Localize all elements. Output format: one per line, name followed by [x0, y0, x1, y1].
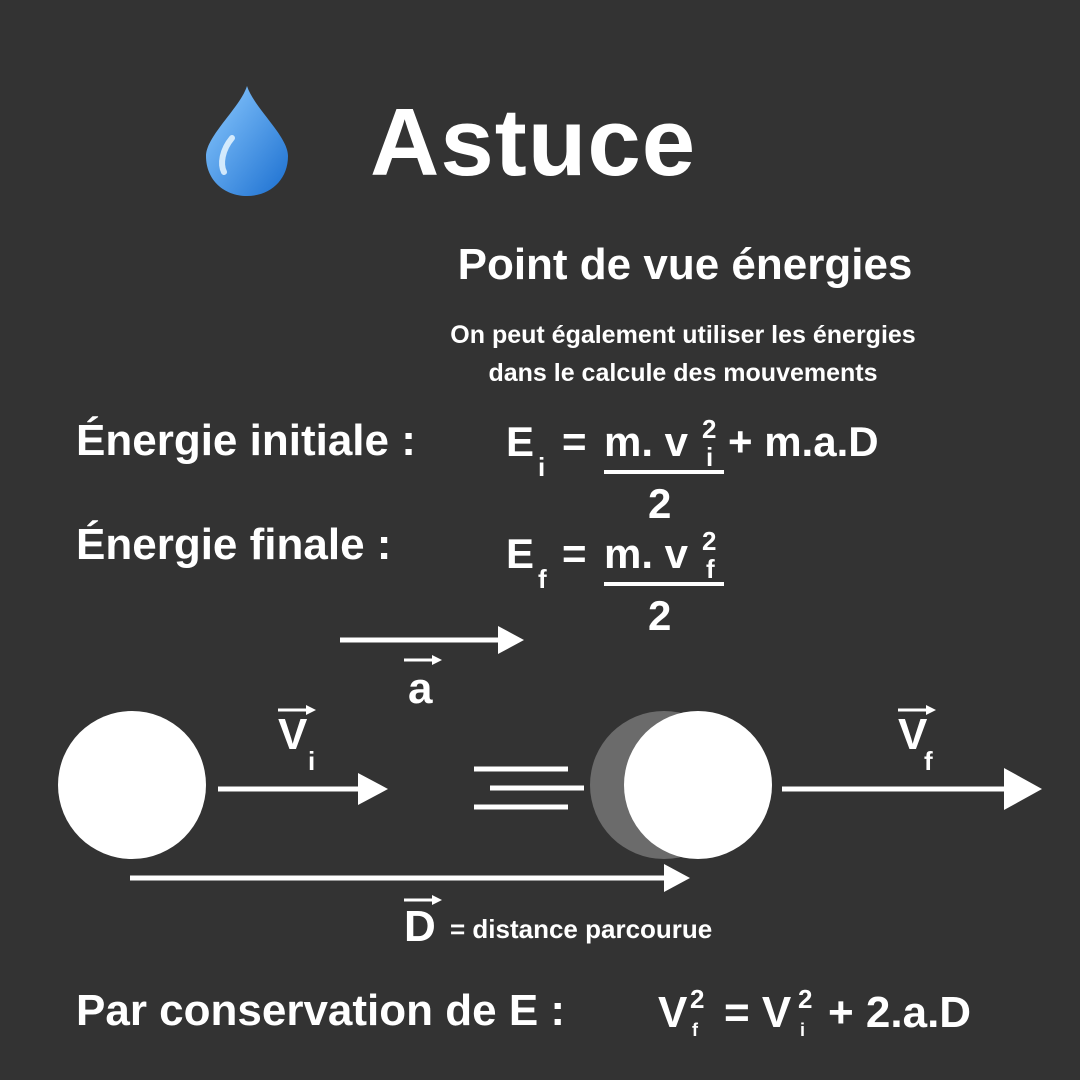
- initial-velocity-label: V: [278, 710, 308, 759]
- formula-lhs: V: [658, 988, 688, 1037]
- initial-energy-label: Énergie initiale :: [76, 416, 416, 465]
- final-velocity-label: V: [898, 710, 928, 759]
- formula-lhs-sub: f: [692, 1020, 698, 1040]
- formula-denominator: 2: [648, 592, 672, 639]
- distance-arrow: [130, 864, 690, 892]
- final-ball: [624, 711, 772, 859]
- formula-eq: =: [562, 530, 587, 577]
- formula-numerator: m. v: [604, 530, 689, 577]
- intro-line-1: On peut également utiliser les énergies: [450, 321, 916, 349]
- fraction-bar: [604, 470, 724, 474]
- formula-v-sub: i: [706, 442, 714, 472]
- distance-label: D: [404, 902, 436, 951]
- formula-lhs-sup: 2: [690, 984, 705, 1014]
- vector-arrow-vf: [898, 705, 936, 715]
- formula-denominator: 2: [648, 480, 672, 527]
- section-subtitle: Point de vue énergies: [457, 240, 913, 289]
- formula-E: E: [506, 530, 535, 577]
- initial-velocity-sub: i: [308, 746, 316, 776]
- formula-eq: = V: [724, 988, 792, 1037]
- initial-velocity-arrow: [218, 773, 388, 805]
- initial-energy-formula: E i = m. v 2 i + m.a.D 2: [506, 412, 926, 532]
- conservation-label: Par conservation de E :: [76, 986, 566, 1035]
- vector-arrow-a: [404, 655, 442, 665]
- acceleration-label: a: [408, 664, 433, 713]
- formula-eq: =: [562, 418, 587, 465]
- formula-E-sub: i: [538, 452, 546, 482]
- page-title: Astuce: [370, 89, 697, 196]
- initial-ball: [58, 711, 206, 859]
- fraction-bar: [604, 582, 724, 586]
- final-energy-formula: E f = m. v 2 f 2: [506, 524, 926, 644]
- conservation-formula: V 2 f = V 2 i + 2.a.D: [658, 980, 1058, 1060]
- final-velocity-arrow: [782, 768, 1042, 810]
- intro-text: On peut également utiliser les énergies …: [0, 316, 1080, 392]
- formula-plus-term: + m.a.D: [728, 418, 879, 465]
- formula-v-sup: 2: [702, 526, 717, 556]
- acceleration-arrow: [340, 626, 524, 654]
- final-energy-label: Énergie finale :: [76, 520, 392, 569]
- formula-rhs-sub: i: [800, 1020, 806, 1040]
- formula-v-sup: 2: [702, 414, 717, 444]
- final-velocity-sub: f: [924, 746, 933, 776]
- formula-E-sub: f: [538, 564, 547, 594]
- formula-numerator: m. v: [604, 418, 689, 465]
- formula-v-sub: f: [706, 554, 715, 584]
- distance-caption: = distance parcourue: [450, 914, 713, 944]
- formula-rhs-sup: 2: [798, 984, 813, 1014]
- water-drop-icon: [206, 86, 288, 196]
- vector-arrow-d: [404, 895, 442, 905]
- intro-line-2: dans le calcule des mouvements: [488, 359, 878, 387]
- formula-rest: + 2.a.D: [828, 988, 972, 1037]
- formula-E: E: [506, 418, 535, 465]
- motion-lines: [474, 766, 584, 810]
- vector-arrow-vi: [278, 705, 316, 715]
